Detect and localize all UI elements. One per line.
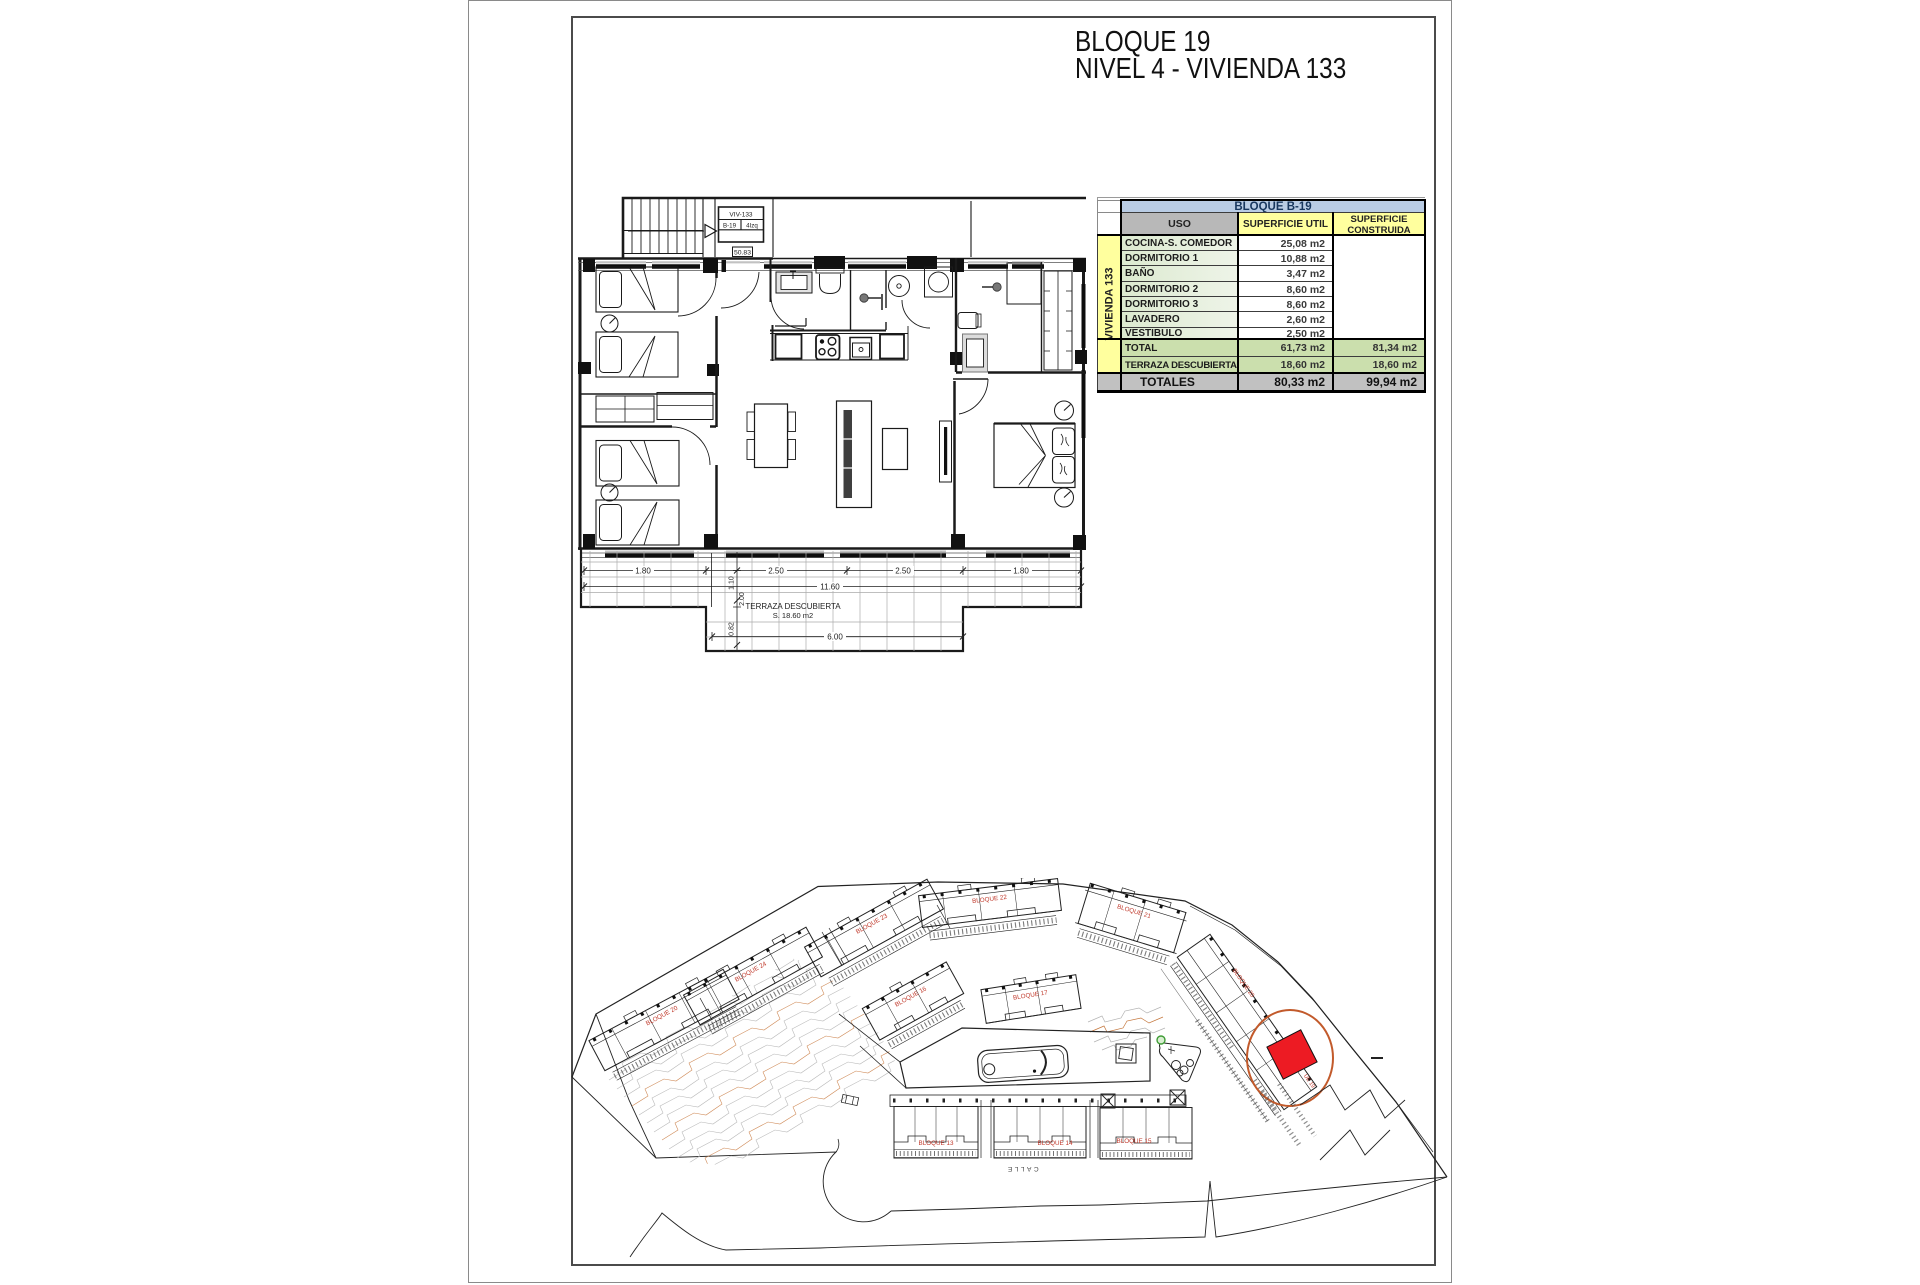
svg-text:50.83: 50.83 bbox=[734, 250, 751, 257]
svg-text:2.00: 2.00 bbox=[739, 592, 746, 606]
svg-text:BLOQUE 20: BLOQUE 20 bbox=[1231, 968, 1255, 999]
svg-text:1.80: 1.80 bbox=[635, 567, 651, 576]
svg-text:S. 18.60 m2: S. 18.60 m2 bbox=[773, 611, 813, 620]
svg-text:BLOQUE 13: BLOQUE 13 bbox=[919, 1140, 954, 1147]
svg-text:11.60: 11.60 bbox=[820, 583, 840, 592]
svg-text:BLOQUE 16: BLOQUE 16 bbox=[894, 985, 928, 1008]
svg-text:2.50: 2.50 bbox=[768, 567, 784, 576]
svg-text:1.80: 1.80 bbox=[1013, 567, 1029, 576]
svg-text:2.50: 2.50 bbox=[895, 567, 911, 576]
svg-text:6.00: 6.00 bbox=[827, 633, 843, 642]
svg-text:VIV-133: VIV-133 bbox=[729, 212, 753, 219]
svg-text:TERRAZA DESCUBIERTA: TERRAZA DESCUBIERTA bbox=[745, 602, 841, 611]
svg-text:BLOQUE 21: BLOQUE 21 bbox=[1116, 903, 1152, 920]
svg-text:1.10: 1.10 bbox=[729, 576, 736, 590]
svg-text:4Izq: 4Izq bbox=[746, 223, 758, 230]
svg-text:BLOQUE 14: BLOQUE 14 bbox=[1038, 1140, 1073, 1147]
svg-text:BLOQUE 15: BLOQUE 15 bbox=[1117, 1138, 1152, 1145]
svg-text:UE 19: UE 19 bbox=[1302, 1073, 1316, 1089]
svg-text:0.82: 0.82 bbox=[729, 622, 736, 636]
svg-text:CALLE: CALLE bbox=[1005, 1165, 1038, 1172]
svg-text:B-19: B-19 bbox=[723, 223, 737, 230]
svg-text:BLOQUE 22: BLOQUE 22 bbox=[972, 894, 1008, 905]
svg-text:BLOQUE 17: BLOQUE 17 bbox=[1013, 989, 1049, 1001]
